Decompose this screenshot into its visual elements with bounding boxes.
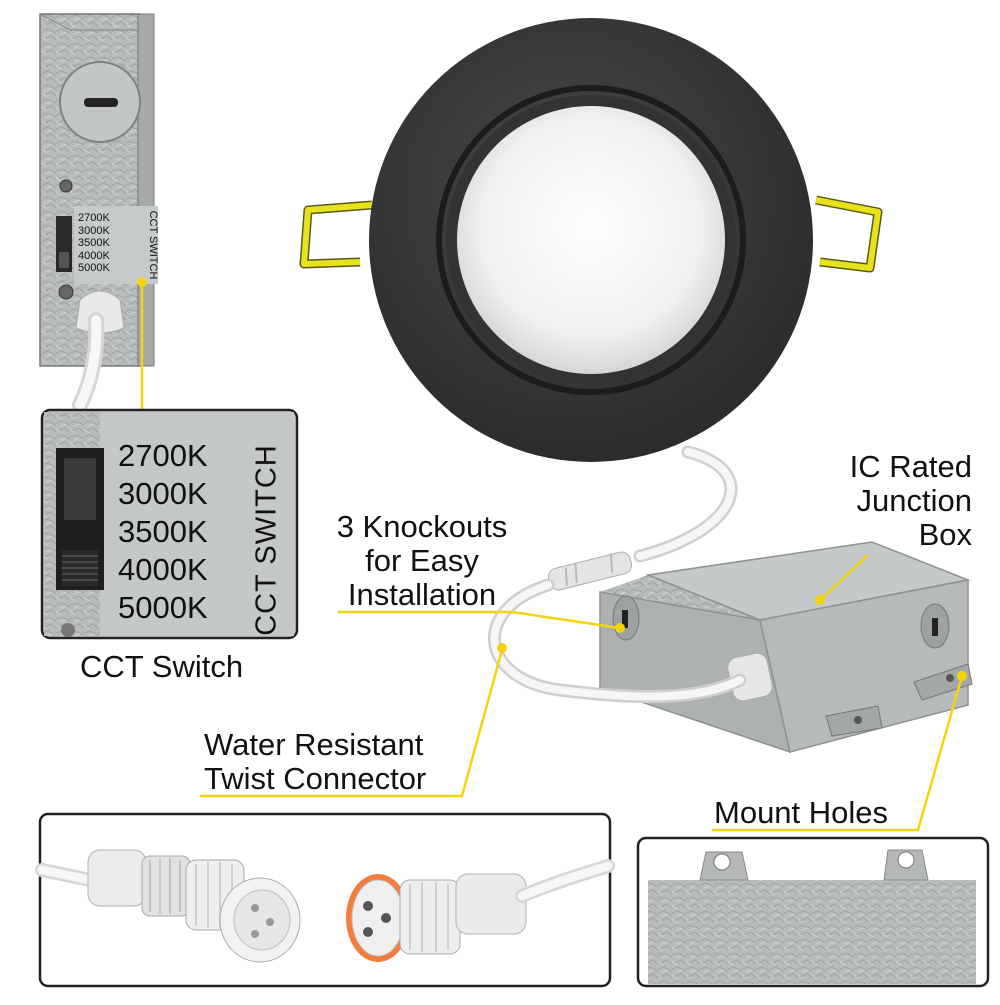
mount-hole-icon	[713, 853, 731, 871]
junction-box-side-photo	[39, 13, 158, 413]
diffuser-lens	[457, 106, 725, 374]
cct-switch-small-title: CCT SWITCH	[147, 211, 159, 280]
cct-option: 2700K	[118, 438, 208, 473]
twist-connector-small	[547, 551, 633, 591]
cct-option: 4000K	[118, 552, 208, 587]
mount-holes-label: Mount Holes	[714, 795, 889, 830]
cct-callout-line	[137, 277, 147, 410]
mount-holes-inset	[636, 836, 990, 988]
ic-rated-callout	[819, 554, 869, 601]
cct-option: 3500K	[78, 237, 110, 249]
cct-option: 2700K	[78, 212, 110, 224]
cct-option: 5000K	[118, 590, 208, 625]
junction-box	[599, 541, 973, 754]
cct-switch-inset	[40, 408, 299, 640]
cct-option: 3000K	[118, 476, 208, 511]
knockouts-label: 3 Knockouts for Easy Installation	[336, 509, 508, 612]
water-resistant-callout	[200, 649, 504, 798]
spring-clip-right	[815, 197, 881, 271]
cct-option: 4000K	[78, 249, 110, 262]
cct-options-small: 2700K 3000K 3500K 4000K 5000K	[78, 212, 138, 275]
cct-option: 5000K	[78, 262, 110, 274]
spring-clip-left	[301, 202, 373, 267]
water-resistant-label: Water Resistant Twist Connector	[204, 727, 427, 796]
knockouts-callout	[338, 610, 621, 630]
callout-lines	[200, 554, 964, 832]
mount-holes-callout	[712, 675, 964, 832]
cct-switch-label: CCT Switch	[80, 649, 244, 684]
cct-switch-title: CCT SWITCH	[251, 444, 283, 636]
ic-rated-label: IC Rated Junction Box	[849, 449, 972, 552]
connector-inset	[35, 812, 615, 988]
cct-option: 3500K	[118, 514, 208, 549]
mount-hole-icon	[897, 851, 915, 869]
cct-options: 2700K 3000K 3500K 4000K 5000K	[118, 437, 248, 627]
cct-option: 3000K	[78, 224, 110, 237]
downlight	[299, 18, 883, 462]
